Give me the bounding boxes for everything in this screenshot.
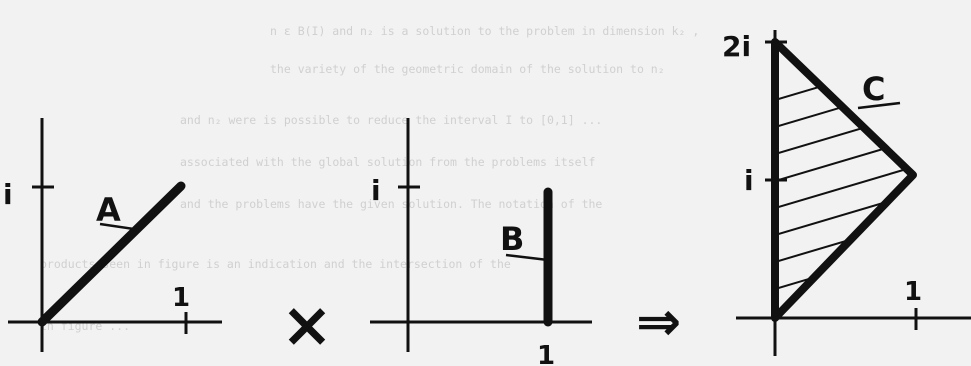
panel-c-region-outline (771, 38, 917, 322)
panel-a-tick-i-label: i (3, 178, 13, 211)
panel-c-region-label: C (862, 70, 885, 108)
background-bleed-text: n ε B(I) and n₂ is a solution to the pro… (40, 24, 699, 333)
panel-c (736, 30, 971, 356)
panel-a-curve-label: A (96, 191, 121, 229)
panel-b-curve-label: B (500, 220, 524, 258)
panel-b-tick-1-label: 1 (537, 341, 555, 366)
implies-operator: ⇒ (636, 290, 681, 353)
bleed-line: associated with the global solution from… (180, 155, 595, 169)
bleed-line: and n₂ were is possible to reduce the in… (180, 113, 602, 127)
panel-a-curve (37, 181, 186, 327)
panel-b (370, 118, 592, 352)
panel-c-tick-1-label: 1 (904, 277, 922, 307)
panel-a-label-leader (99, 222, 135, 231)
panel-a-tick-1-label: 1 (172, 283, 190, 313)
panel-b-label-leader (505, 253, 549, 262)
bleed-line: products seen in figure is an indication… (40, 257, 511, 271)
bleed-line: the variety of the geometric domain of t… (270, 62, 665, 76)
panel-b-tick-i-label: i (371, 174, 381, 207)
panel-c-label-leader (857, 101, 901, 110)
bleed-line: n ε B(I) and n₂ is a solution to the pro… (270, 24, 699, 38)
panel-a (8, 118, 222, 352)
panel-c-tick-i-label: i (744, 164, 754, 197)
bleed-line: and the problems have the given solution… (180, 197, 602, 211)
times-operator: × (281, 288, 333, 361)
panel-c-tick-2i-label: 2i (722, 30, 751, 63)
